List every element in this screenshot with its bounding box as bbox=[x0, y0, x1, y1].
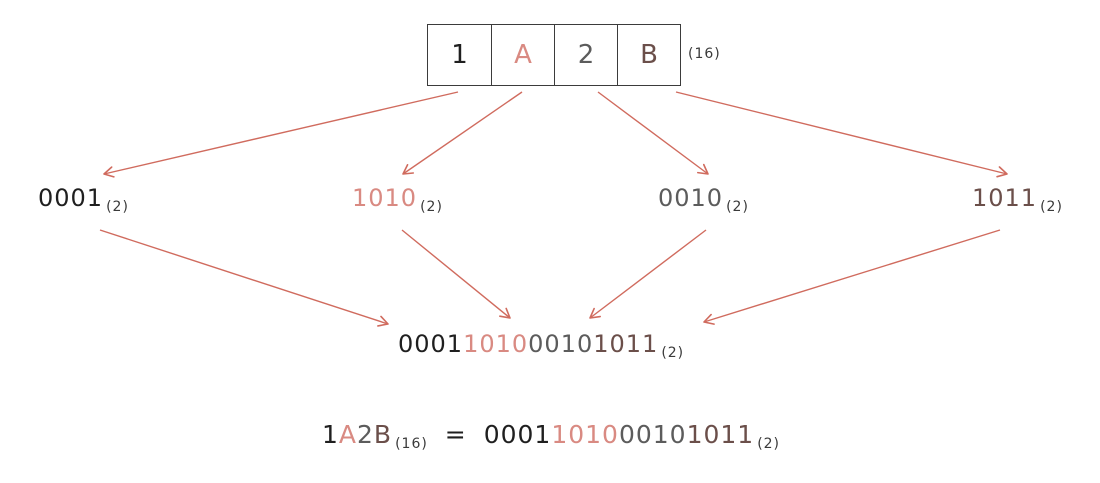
combined-part-2: 1010 bbox=[463, 330, 529, 358]
binary-group-1-bits: 0001 bbox=[38, 184, 104, 212]
arrow-1-to-group-1 bbox=[103, 91, 459, 178]
binary-group-3-base: (2) bbox=[726, 199, 749, 215]
binary-group-2-base: (2) bbox=[420, 199, 443, 215]
hex-digit-b: B bbox=[617, 25, 680, 85]
binary-group-3: 0010(2) bbox=[658, 184, 749, 215]
arrow-2-to-group-3 bbox=[597, 91, 709, 175]
arrow-group-2-to-combined bbox=[401, 229, 511, 319]
binary-group-2: 1010(2) bbox=[352, 184, 443, 215]
combined-binary: 0001101000101011(2) bbox=[398, 330, 684, 361]
hex-digit-a: A bbox=[491, 25, 554, 85]
hex-digit-box: 1 A 2 B bbox=[427, 24, 681, 86]
equation-lhs-base: (16) bbox=[395, 436, 428, 452]
equation-rhs-2: 1010 bbox=[551, 420, 619, 449]
equation-lhs-a: A bbox=[338, 420, 358, 449]
equation-lhs-b: B bbox=[373, 420, 393, 449]
equation-rhs-3: 0010 bbox=[618, 420, 687, 449]
combined-part-3: 0010 bbox=[528, 330, 594, 358]
hex-base-label: (16) bbox=[688, 46, 721, 62]
arrow-group-4-to-combined bbox=[703, 229, 1001, 325]
hex-digit-1: 1 bbox=[451, 40, 468, 70]
combined-base: (2) bbox=[661, 345, 685, 361]
binary-group-3-bits: 0010 bbox=[658, 184, 724, 212]
hex-digit-2: 2 bbox=[554, 25, 617, 85]
arrow-a-to-group-2 bbox=[402, 91, 523, 175]
binary-group-2-bits: 1010 bbox=[352, 184, 418, 212]
equation-lhs-1: 1 bbox=[322, 420, 339, 449]
combined-part-1: 0001 bbox=[398, 330, 464, 358]
equation-equals: = bbox=[444, 420, 467, 449]
arrow-group-3-to-combined bbox=[589, 229, 707, 319]
equation-rhs-1: 0001 bbox=[483, 420, 552, 449]
equation-rhs-base: (2) bbox=[757, 436, 781, 452]
arrow-group-1-to-combined bbox=[99, 229, 389, 327]
binary-group-4-base: (2) bbox=[1040, 199, 1063, 215]
arrow-b-to-group-4 bbox=[675, 91, 1008, 178]
equation-rhs-4: 1011 bbox=[686, 420, 755, 449]
binary-group-4-bits: 1011 bbox=[972, 184, 1038, 212]
conversion-equation: 1A2B(16) = 0001101000101011(2) bbox=[322, 420, 780, 452]
binary-group-1-base: (2) bbox=[106, 199, 129, 215]
binary-group-4: 1011(2) bbox=[972, 184, 1063, 215]
equation-lhs-2: 2 bbox=[357, 420, 374, 449]
combined-part-4: 1011 bbox=[593, 330, 659, 358]
binary-group-1: 0001(2) bbox=[38, 184, 129, 215]
